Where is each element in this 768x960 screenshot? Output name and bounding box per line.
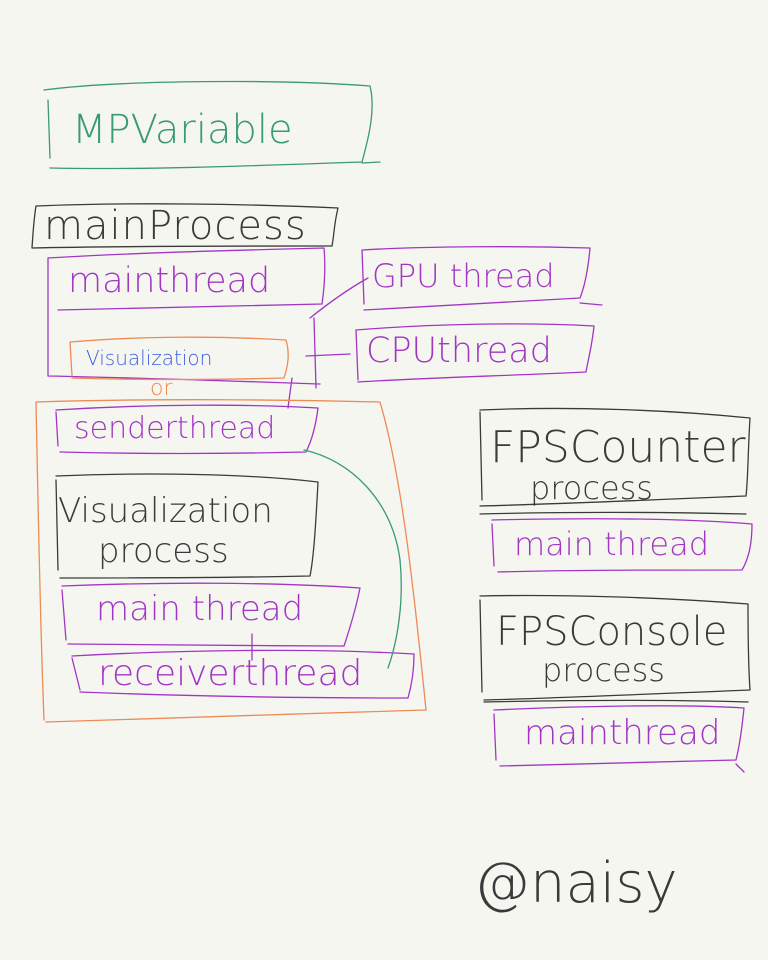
cpu-thread-box: [355, 323, 595, 383]
fps-counter-process-box: [479, 407, 751, 515]
fps-console-line1: FPSConsole: [496, 609, 728, 655]
fps-counter-main-thread-box: [491, 518, 753, 573]
main-thread-label: mainthread: [68, 261, 271, 301]
gpu-thread-label: GPU thread: [372, 257, 555, 295]
fps-console-line2: process: [542, 651, 665, 689]
receiver-thread-box: [71, 649, 415, 699]
visualization-process-line1: Visualization: [58, 491, 273, 531]
signature-label: @naisy: [474, 851, 678, 916]
vis-main-thread-label: main thread: [96, 589, 304, 629]
fps-console-process-box: [479, 594, 751, 703]
bus-connector: [287, 317, 317, 409]
mpvariable-box: [43, 80, 381, 170]
visualization-box: [69, 336, 289, 381]
sender-thread-box: [55, 404, 319, 455]
fps-counter-line2: process: [530, 469, 653, 507]
gpu-connector: [309, 277, 369, 319]
cpu-thread-label: CPUthread: [366, 331, 552, 371]
fps-console-main-thread-box: [493, 705, 745, 773]
fps-counter-line1: FPSCounter: [490, 422, 746, 473]
cpu-connector: [305, 353, 351, 357]
fps-counter-main-thread-label: main thread: [514, 525, 710, 563]
receiver-thread-label: receiverthread: [98, 653, 363, 694]
sender-receiver-connector: [303, 449, 402, 669]
visualization-process-box: [55, 473, 319, 579]
vis-main-thread-box: [61, 582, 361, 647]
or-label: or: [150, 376, 173, 401]
visualization-process-line2: process: [98, 531, 229, 571]
gpu-thread-box: [361, 246, 603, 311]
visualization-label: Visualization: [86, 346, 213, 370]
fps-console-main-thread-label: mainthread: [524, 713, 721, 753]
orange-group-box: [35, 399, 427, 723]
mpvariable-label: MPVariable: [72, 107, 293, 153]
main-process-label: mainProcess: [44, 203, 307, 249]
main-process-box: [31, 203, 339, 249]
sender-thread-label: senderthread: [74, 411, 276, 446]
